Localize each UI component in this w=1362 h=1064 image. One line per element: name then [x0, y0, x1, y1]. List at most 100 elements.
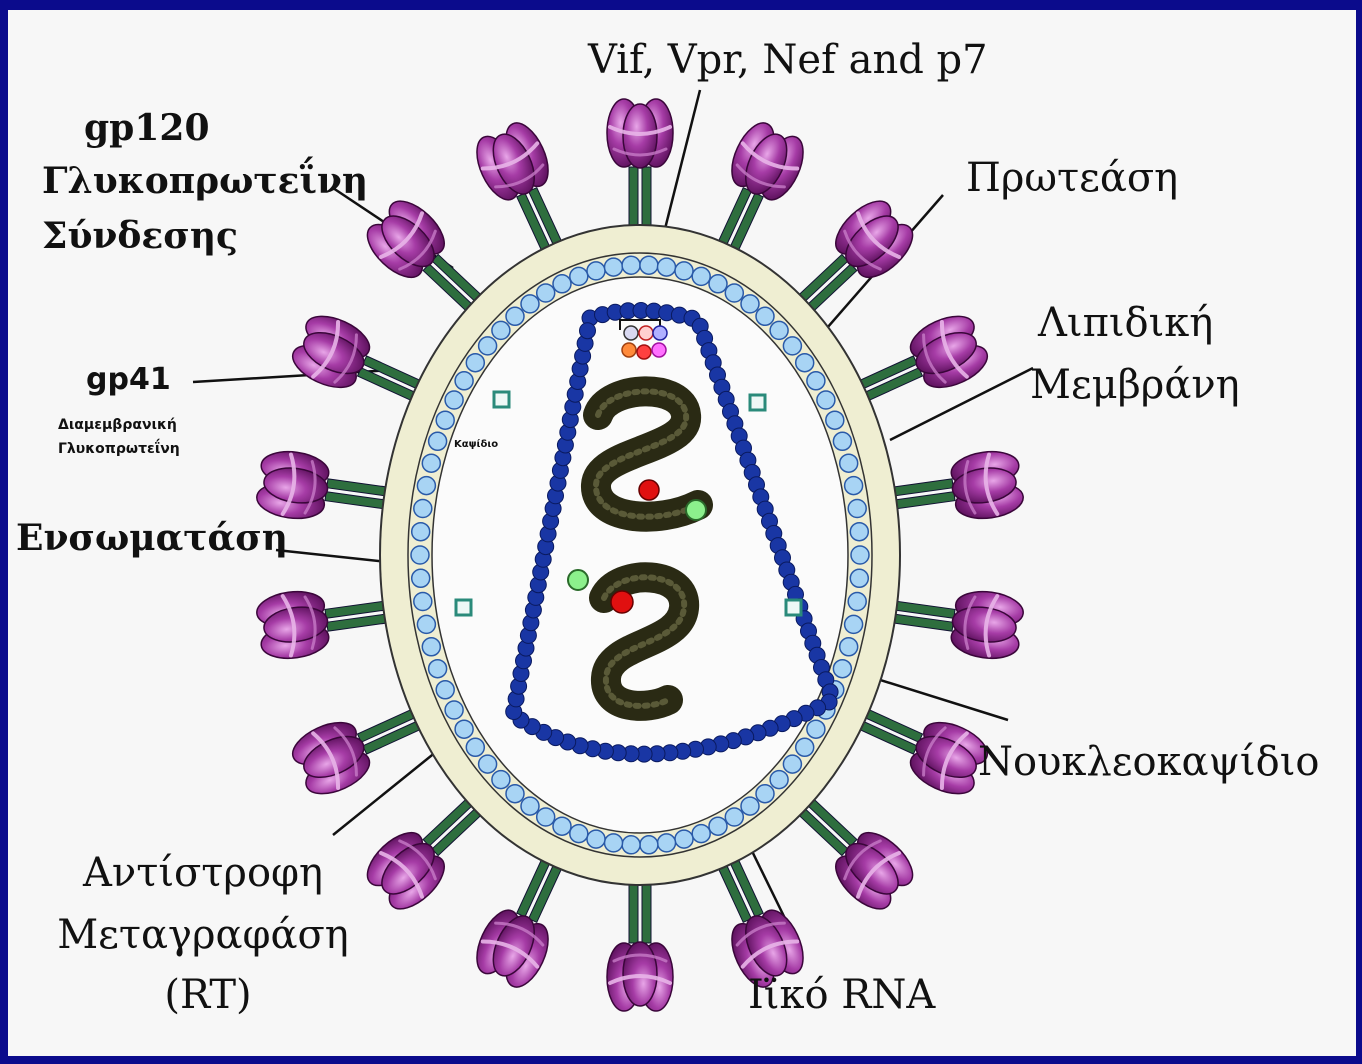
gp120-knob [607, 99, 673, 168]
matrix-bead [845, 615, 863, 633]
matrix-bead [741, 797, 759, 815]
gp120-knob [826, 823, 921, 918]
envelope-spike [255, 578, 401, 662]
matrix-bead [445, 391, 463, 409]
reverse-transcriptase-dot [611, 591, 633, 613]
matrix-bead [640, 256, 658, 274]
label-nucleocapsid: Νουκλεοκαψίδιο [978, 742, 1319, 782]
label-rt-line3: (RT) [48, 975, 368, 1015]
gp120-knob [948, 448, 1025, 523]
label-gp41-line1: Διαμεμβρανική [58, 418, 177, 432]
matrix-bead [414, 500, 432, 518]
matrix-bead [840, 454, 858, 472]
matrix-bead [492, 321, 510, 339]
matrix-bead [848, 500, 866, 518]
gp120-knob [607, 942, 673, 1011]
label-gp120-line1: Γλυκοπρωτεΐνη [42, 163, 368, 199]
capsid-bead [580, 323, 596, 339]
matrix-bead [640, 836, 658, 854]
matrix-bead [807, 720, 825, 738]
matrix-bead [848, 593, 866, 611]
matrix-bead [826, 411, 844, 429]
matrix-bead [675, 262, 693, 280]
gp120-knob [286, 308, 376, 397]
matrix-bead [796, 738, 814, 756]
gp120-knob [286, 714, 376, 803]
matrix-bead [741, 295, 759, 313]
matrix-bead [521, 295, 539, 313]
gp120-knob [903, 308, 993, 397]
matrix-bead [796, 354, 814, 372]
matrix-bead [783, 337, 801, 355]
matrix-bead [851, 546, 869, 564]
matrix-bead [417, 477, 435, 495]
matrix-bead [412, 569, 430, 587]
matrix-bead [436, 681, 454, 699]
envelope-spike [607, 99, 673, 237]
matrix-bead [587, 830, 605, 848]
label-viral-rna: Ιϊκό RNA [748, 975, 935, 1015]
matrix-bead [850, 569, 868, 587]
matrix-bead [833, 432, 851, 450]
matrix-bead [756, 307, 774, 325]
label-rt-line2: Μεταγραφάση [28, 915, 378, 955]
matrix-bead [537, 808, 555, 826]
label-gp41-line2: Γλυκοπρωτεΐνη [58, 442, 180, 456]
matrix-bead [709, 817, 727, 835]
matrix-bead [422, 454, 440, 472]
matrix-bead [411, 546, 429, 564]
label-vif-vpr-nef-p7: Vif, Vpr, Nef and p7 [588, 40, 988, 80]
matrix-bead [692, 825, 710, 843]
matrix-bead [466, 354, 484, 372]
label-gp41-title: gp41 [86, 365, 171, 395]
gp120-knob [826, 192, 921, 287]
matrix-bead [658, 258, 676, 276]
matrix-bead [412, 523, 430, 541]
matrix-bead [537, 284, 555, 302]
label-gp120-title: gp120 [84, 110, 210, 146]
matrix-bead [417, 615, 435, 633]
matrix-bead [587, 262, 605, 280]
gp120-knob [948, 587, 1025, 662]
matrix-bead [807, 372, 825, 390]
matrix-bead [479, 337, 497, 355]
matrix-bead [466, 738, 484, 756]
integrase-dot [686, 500, 706, 520]
matrix-bead [783, 755, 801, 773]
matrix-bead [436, 411, 454, 429]
matrix-bead [414, 593, 432, 611]
matrix-bead [605, 834, 623, 852]
gp120-knob [358, 192, 453, 287]
matrix-bead [725, 284, 743, 302]
matrix-bead [570, 267, 588, 285]
matrix-bead [429, 432, 447, 450]
matrix-bead [845, 477, 863, 495]
gp120-knob [468, 903, 557, 993]
gp120-knob [468, 117, 557, 207]
gp120-knob [255, 587, 332, 662]
matrix-bead [492, 771, 510, 789]
matrix-bead [622, 256, 640, 274]
matrix-bead [445, 701, 463, 719]
matrix-bead [756, 785, 774, 803]
matrix-bead [658, 834, 676, 852]
label-gp120-line2: Σύνδεσης [42, 218, 238, 254]
label-rt-line1: Αντίστροφη [38, 853, 368, 893]
gp120-knob [255, 448, 332, 523]
matrix-bead [709, 275, 727, 293]
matrix-bead [479, 755, 497, 773]
envelope-spike [880, 578, 1026, 662]
reverse-transcriptase-dot [639, 480, 659, 500]
matrix-bead [455, 372, 473, 390]
label-capsid-small: Καψίδιο [454, 440, 498, 450]
label-protease: Πρωτεάση [966, 158, 1178, 198]
matrix-bead [570, 825, 588, 843]
matrix-bead [455, 720, 473, 738]
matrix-bead [506, 307, 524, 325]
matrix-bead [622, 836, 640, 854]
matrix-bead [605, 258, 623, 276]
matrix-bead [553, 817, 571, 835]
envelope-spike [880, 448, 1026, 532]
matrix-bead [850, 523, 868, 541]
label-integrase: Ενσωματάση [16, 520, 288, 556]
